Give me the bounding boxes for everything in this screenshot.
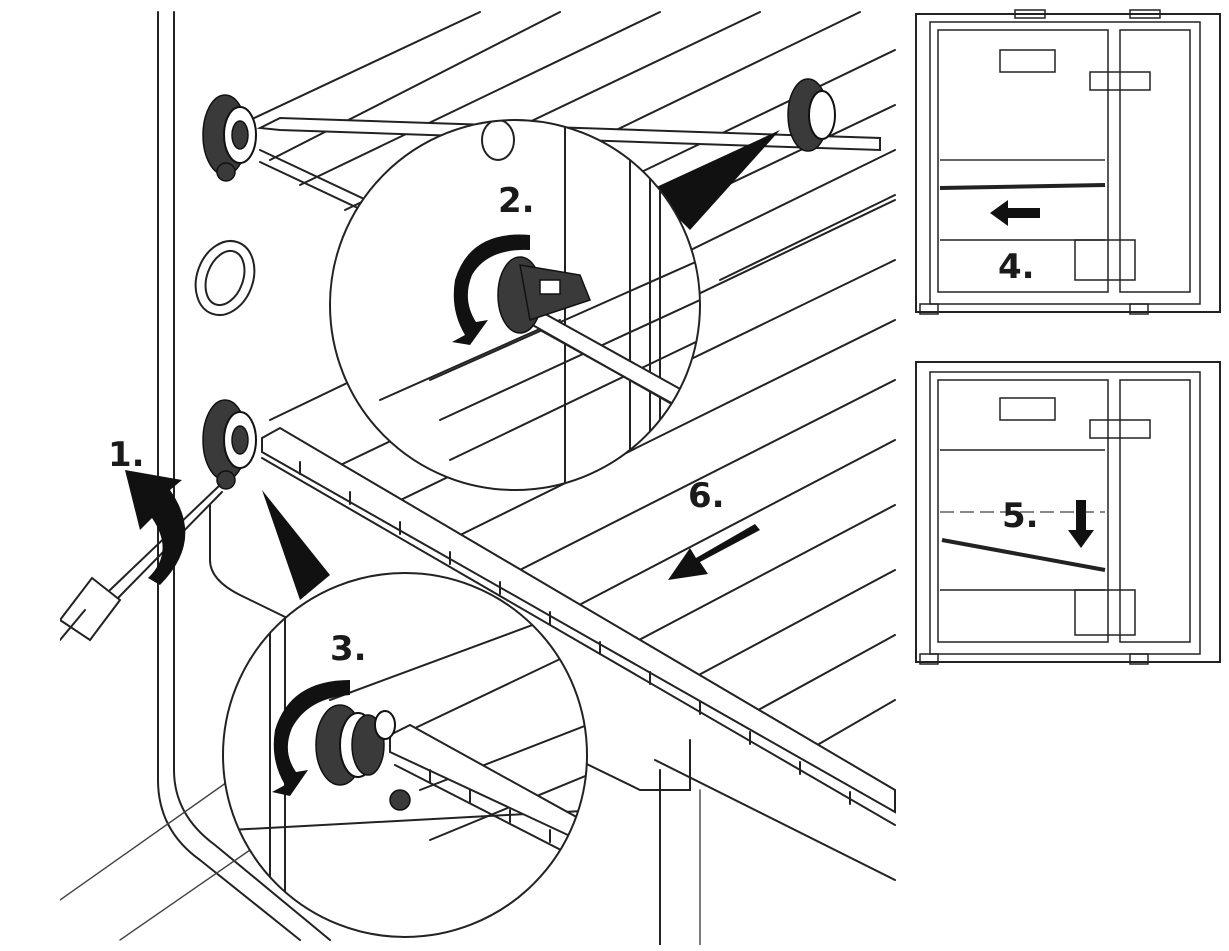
inset-step5 (915, 361, 1221, 665)
callout-pointer-step2 (650, 130, 780, 230)
inset-step4 (915, 9, 1221, 315)
cabinet-side-wall (60, 11, 331, 941)
pull-arrow-step6 (668, 524, 760, 580)
step-5-label: 5. (1002, 496, 1039, 536)
down-arrow-icon (1068, 500, 1094, 548)
callout-pointer-step3 (262, 490, 330, 600)
zoom-circle-step3 (222, 572, 588, 938)
lower-left-bracket (202, 399, 257, 490)
rotate-arrow-step1 (125, 470, 186, 585)
upper-left-bracket (202, 94, 257, 182)
step-6-label: 6. (688, 476, 725, 516)
zoom-circle-step2 (329, 119, 701, 491)
left-arrow-icon (990, 200, 1040, 226)
step-3-label: 3. (330, 629, 367, 669)
wall-grommet (194, 240, 256, 316)
step-4-label: 4. (998, 247, 1035, 287)
step-2-label: 2. (498, 181, 535, 221)
upper-right-bracket (787, 78, 836, 152)
step-1-label: 1. (108, 435, 145, 475)
